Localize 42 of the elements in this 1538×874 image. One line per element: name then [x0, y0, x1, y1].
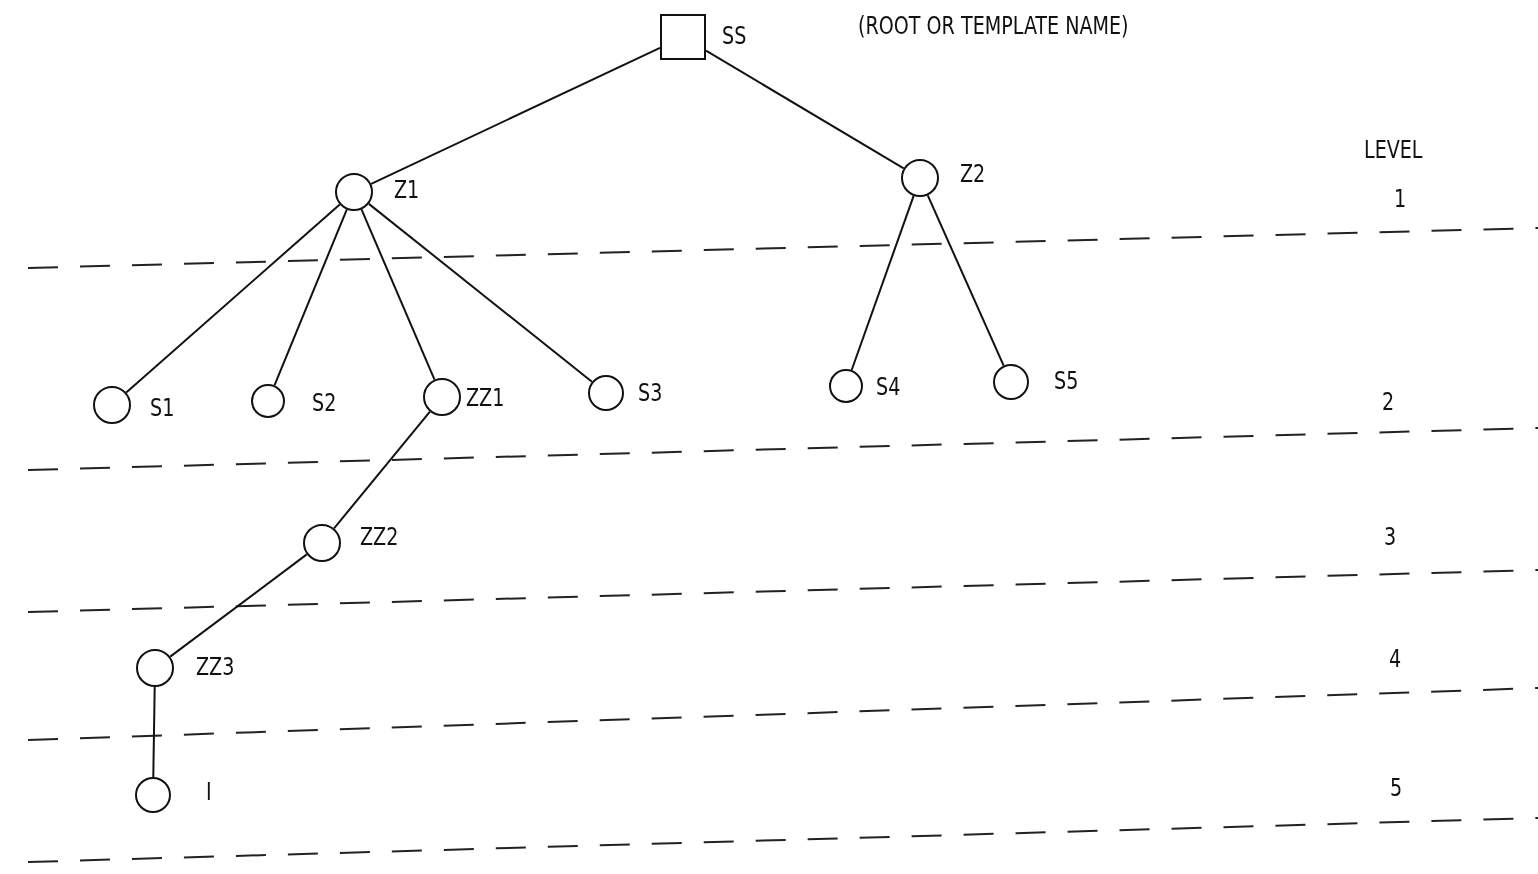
node-name-label: I [206, 778, 212, 806]
tree-branch-line [705, 49, 905, 170]
node-name-label: SS [722, 22, 747, 50]
tree-branch-line [367, 202, 593, 383]
tree-branch-line [360, 208, 436, 381]
node-name-label: S2 [312, 389, 337, 417]
tree-branch-line [850, 194, 915, 371]
tree-node-circle [423, 378, 461, 416]
tree-branch-line [370, 46, 661, 185]
node-name-label: S3 [638, 379, 663, 407]
tree-branch-line [926, 194, 1005, 367]
tree-node-circle [136, 649, 174, 687]
level-number: 4 [1389, 645, 1402, 673]
tree-node-circle [251, 384, 285, 418]
node-name-label: S1 [150, 394, 175, 422]
tree-node-circle [93, 386, 131, 424]
tree-branch-line [273, 208, 348, 387]
tree-node-circle [588, 375, 624, 411]
node-name-label: Z2 [960, 160, 986, 188]
tree-node-circle [993, 364, 1029, 400]
tree-node-circle [829, 369, 863, 403]
tree-branch-line [152, 686, 156, 778]
level-heading: LEVEL [1364, 136, 1423, 164]
node-name-label: ZZ1 [466, 384, 505, 412]
tree-branch-line [333, 410, 431, 530]
node-name-label: ZZ2 [360, 523, 399, 551]
level-number: 2 [1382, 388, 1395, 416]
node-name-label: S5 [1054, 367, 1079, 395]
tree-node-circle [135, 777, 171, 813]
node-name-label: S4 [876, 373, 901, 401]
level-number: 5 [1390, 774, 1403, 802]
tree-node-circle [901, 159, 939, 197]
level-number: 1 [1394, 185, 1407, 213]
level-number: 3 [1384, 523, 1397, 551]
tree-node-circle [335, 173, 373, 211]
root-square [660, 14, 706, 60]
node-name-label: ZZ3 [196, 653, 235, 681]
tree-branch-line [169, 553, 308, 658]
tree-node-circle [303, 524, 341, 562]
annotation-note: (ROOT OR TEMPLATE NAME) [858, 12, 1129, 40]
tree-branch-line [125, 203, 341, 394]
node-name-label: Z1 [394, 176, 420, 204]
